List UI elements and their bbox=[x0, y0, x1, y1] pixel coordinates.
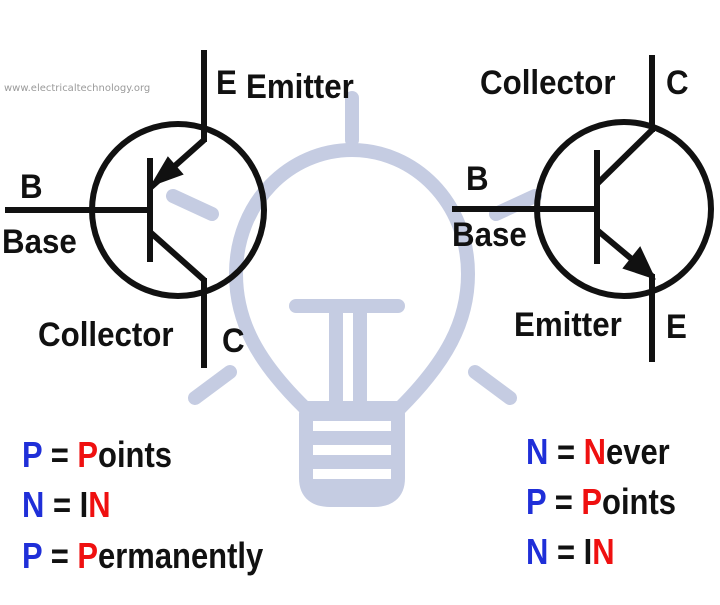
mnemonic-word: oints bbox=[98, 434, 173, 475]
mnemonic-right-line: N = Never bbox=[526, 434, 670, 470]
mnemonic-right-line: P = Points bbox=[526, 484, 676, 520]
mnemonic-word: ermanently bbox=[98, 535, 264, 576]
mnemonic-initial: P bbox=[581, 481, 603, 522]
mnemonic-letter: N bbox=[526, 531, 549, 572]
npn-emitter-letter: E bbox=[666, 308, 687, 346]
mnemonic-word: N bbox=[88, 484, 111, 525]
mnemonic-word: ever bbox=[606, 431, 670, 472]
pnp-emitter-label: Emitter bbox=[246, 68, 354, 106]
mnemonic-initial: P bbox=[77, 434, 99, 475]
npn-base-label: Base bbox=[452, 216, 527, 254]
npn-collector-label: Collector bbox=[480, 64, 616, 102]
mnemonic-letter: P bbox=[526, 481, 547, 522]
lightbulb-icon bbox=[166, 91, 542, 507]
mnemonic-left-line: P = Points bbox=[22, 437, 172, 473]
mnemonic-word: N bbox=[592, 531, 615, 572]
mnemonic-right-line: N = IN bbox=[526, 534, 615, 570]
pnp-collector-label: Collector bbox=[38, 316, 174, 354]
mnemonic-word: oints bbox=[602, 481, 677, 522]
npn-emitter-label: Emitter bbox=[514, 306, 622, 344]
pnp-emitter-letter: E bbox=[216, 64, 237, 102]
mnemonic-left-line: N = IN bbox=[22, 487, 111, 523]
mnemonic-initial: I bbox=[583, 531, 593, 572]
mnemonic-initial: I bbox=[79, 484, 89, 525]
pnp-base-label: Base bbox=[2, 223, 77, 261]
npn-emitter-arrow bbox=[622, 246, 656, 280]
pnp-transistor-symbol bbox=[5, 50, 267, 368]
pnp-emitter-arrow bbox=[149, 156, 184, 187]
npn-collector-letter: C bbox=[666, 64, 689, 102]
mnemonic-equals: = bbox=[42, 535, 78, 576]
mnemonic-letter: P bbox=[22, 434, 43, 475]
mnemonic-left-line: P = Permanently bbox=[22, 538, 263, 574]
mnemonic-letter: N bbox=[22, 484, 45, 525]
mnemonic-equals: = bbox=[546, 481, 582, 522]
npn-collector-line bbox=[594, 127, 655, 187]
pnp-collector-line bbox=[148, 229, 206, 283]
mnemonic-initial: P bbox=[77, 535, 99, 576]
mnemonic-equals: = bbox=[42, 434, 78, 475]
mnemonic-letter: N bbox=[526, 431, 549, 472]
mnemonic-initial: N bbox=[583, 431, 607, 472]
watermark-text: www.electricaltechnology.org bbox=[4, 83, 151, 94]
npn-transistor-symbol bbox=[452, 55, 714, 362]
pnp-collector-letter: C bbox=[222, 322, 245, 360]
pnp-base-letter: B bbox=[20, 168, 43, 206]
mnemonic-equals: = bbox=[548, 431, 584, 472]
mnemonic-equals: = bbox=[548, 531, 584, 572]
npn-base-letter: B bbox=[466, 160, 489, 198]
mnemonic-letter: P bbox=[22, 535, 43, 576]
mnemonic-equals: = bbox=[44, 484, 80, 525]
